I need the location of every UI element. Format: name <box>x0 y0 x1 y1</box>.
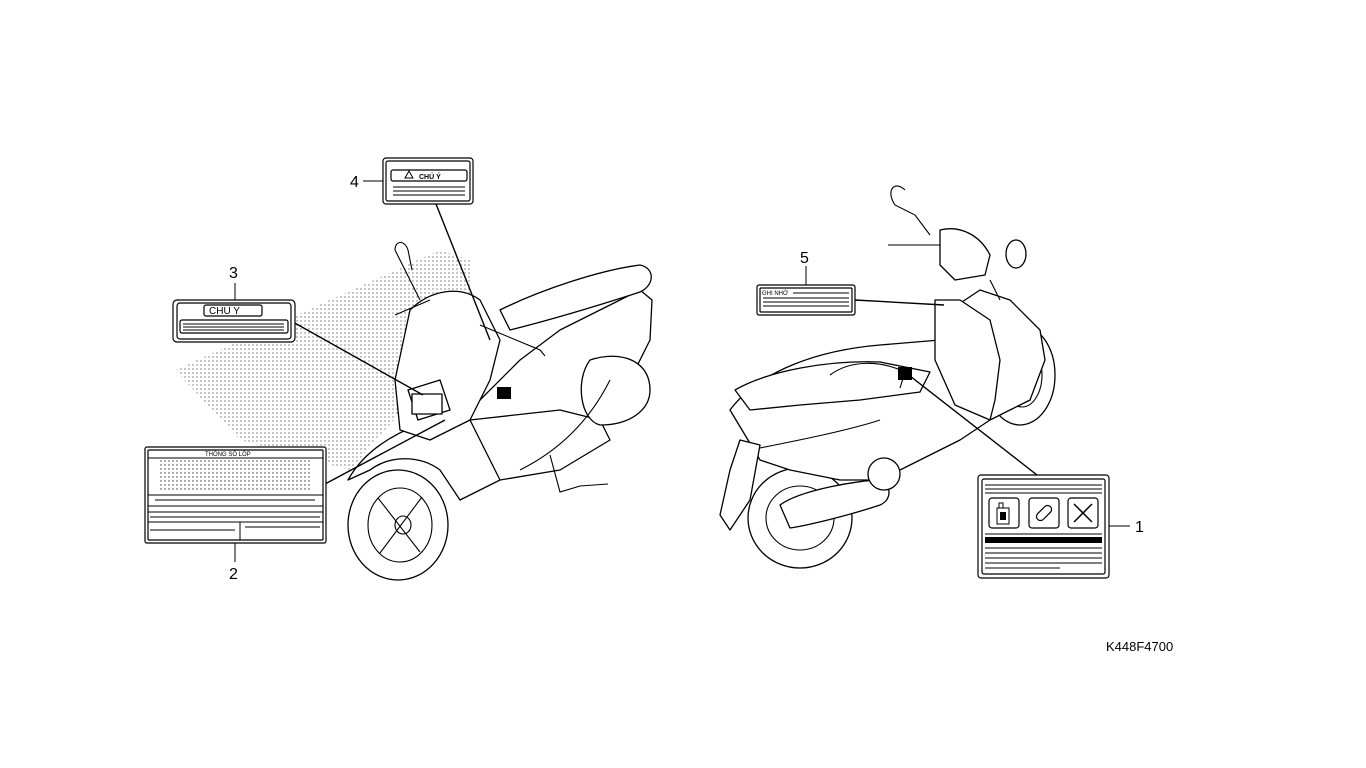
figure-code: K448F4700 <box>1106 639 1173 654</box>
label-1-warning-icons <box>977 474 1110 579</box>
label-2-tire-info: THÔNG SỐ LỐP <box>144 446 327 544</box>
label-5-reminder: GHI NHỚ <box>756 284 856 316</box>
label-2-heading: THÔNG SỐ LỐP <box>205 451 251 458</box>
warning-triangle-icon <box>404 169 414 179</box>
right-scooter <box>719 185 1056 569</box>
label-5-heading: GHI NHỚ <box>762 290 788 297</box>
fuel-can-icon <box>996 502 1010 525</box>
label-3-heading: CHU Y <box>209 306 240 317</box>
shaded-region <box>175 250 470 470</box>
callout-4: 4 <box>350 174 359 191</box>
left-scooter <box>175 241 653 581</box>
callout-5: 5 <box>800 250 809 267</box>
callout-1: 1 <box>1135 519 1144 536</box>
no-tool-icon <box>1073 503 1093 523</box>
label-4-heading: CHÚ Ý <box>419 172 441 181</box>
label-4-caution-small: CHÚ Ý <box>382 157 474 205</box>
chain-icon <box>1035 504 1053 522</box>
callout-2: 2 <box>229 566 238 583</box>
leader-lines <box>234 180 1130 562</box>
callout-3: 3 <box>229 265 238 282</box>
label-3-caution: CHU Y <box>172 299 296 343</box>
